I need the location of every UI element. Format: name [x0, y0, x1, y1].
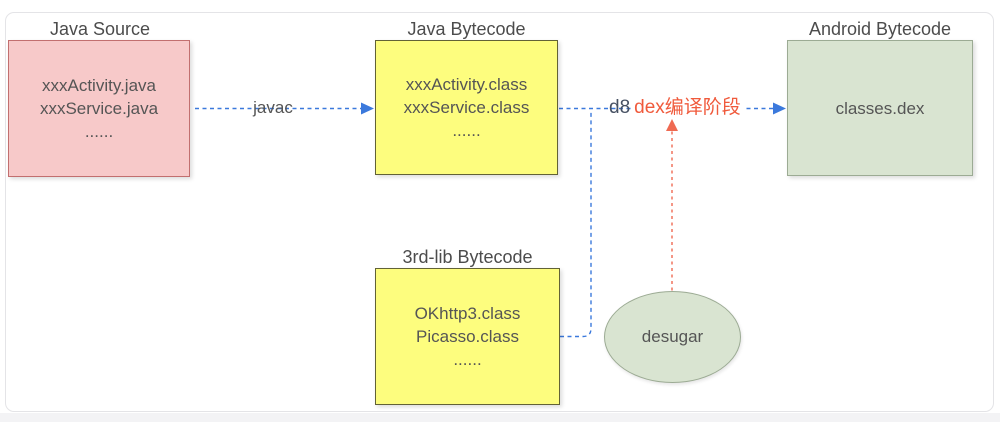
node-line: Picasso.class [416, 327, 519, 346]
edge-label-d8-tool: d8 [609, 97, 631, 118]
node-line: OKhttp3.class [414, 304, 521, 323]
node-third-lib-bytecode: OKhttp3.class Picasso.class ...... [375, 268, 560, 405]
node-line: xxxActivity.class [405, 75, 528, 94]
node-title-third-lib-bytecode: 3rd-lib Bytecode [402, 247, 533, 267]
edge-label-dex-stage: dex编译阶段 [632, 97, 743, 118]
node-java-source: xxxActivity.java xxxService.java ...... [8, 40, 190, 177]
node-android-bytecode: classes.dex [787, 40, 973, 176]
node-line: classes.dex [835, 98, 925, 118]
edge-label-javac: javac [253, 98, 293, 117]
node-line: desugar [641, 327, 704, 346]
node-line: xxxActivity.java [42, 76, 156, 95]
node-desugar: desugar [604, 291, 741, 383]
node-line: xxxService.java [39, 99, 159, 118]
node-title-android-bytecode: Android Bytecode [808, 19, 952, 39]
node-java-bytecode: xxxActivity.class xxxService.class .....… [375, 40, 558, 175]
node-line: ...... [84, 122, 114, 141]
page-background-strip [0, 413, 1000, 422]
node-title-java-bytecode: Java Bytecode [407, 19, 526, 39]
node-line: ...... [452, 121, 481, 140]
node-title-java-source: Java Source [49, 19, 151, 39]
node-line: ...... [453, 350, 482, 369]
node-line: xxxService.class [403, 98, 530, 117]
